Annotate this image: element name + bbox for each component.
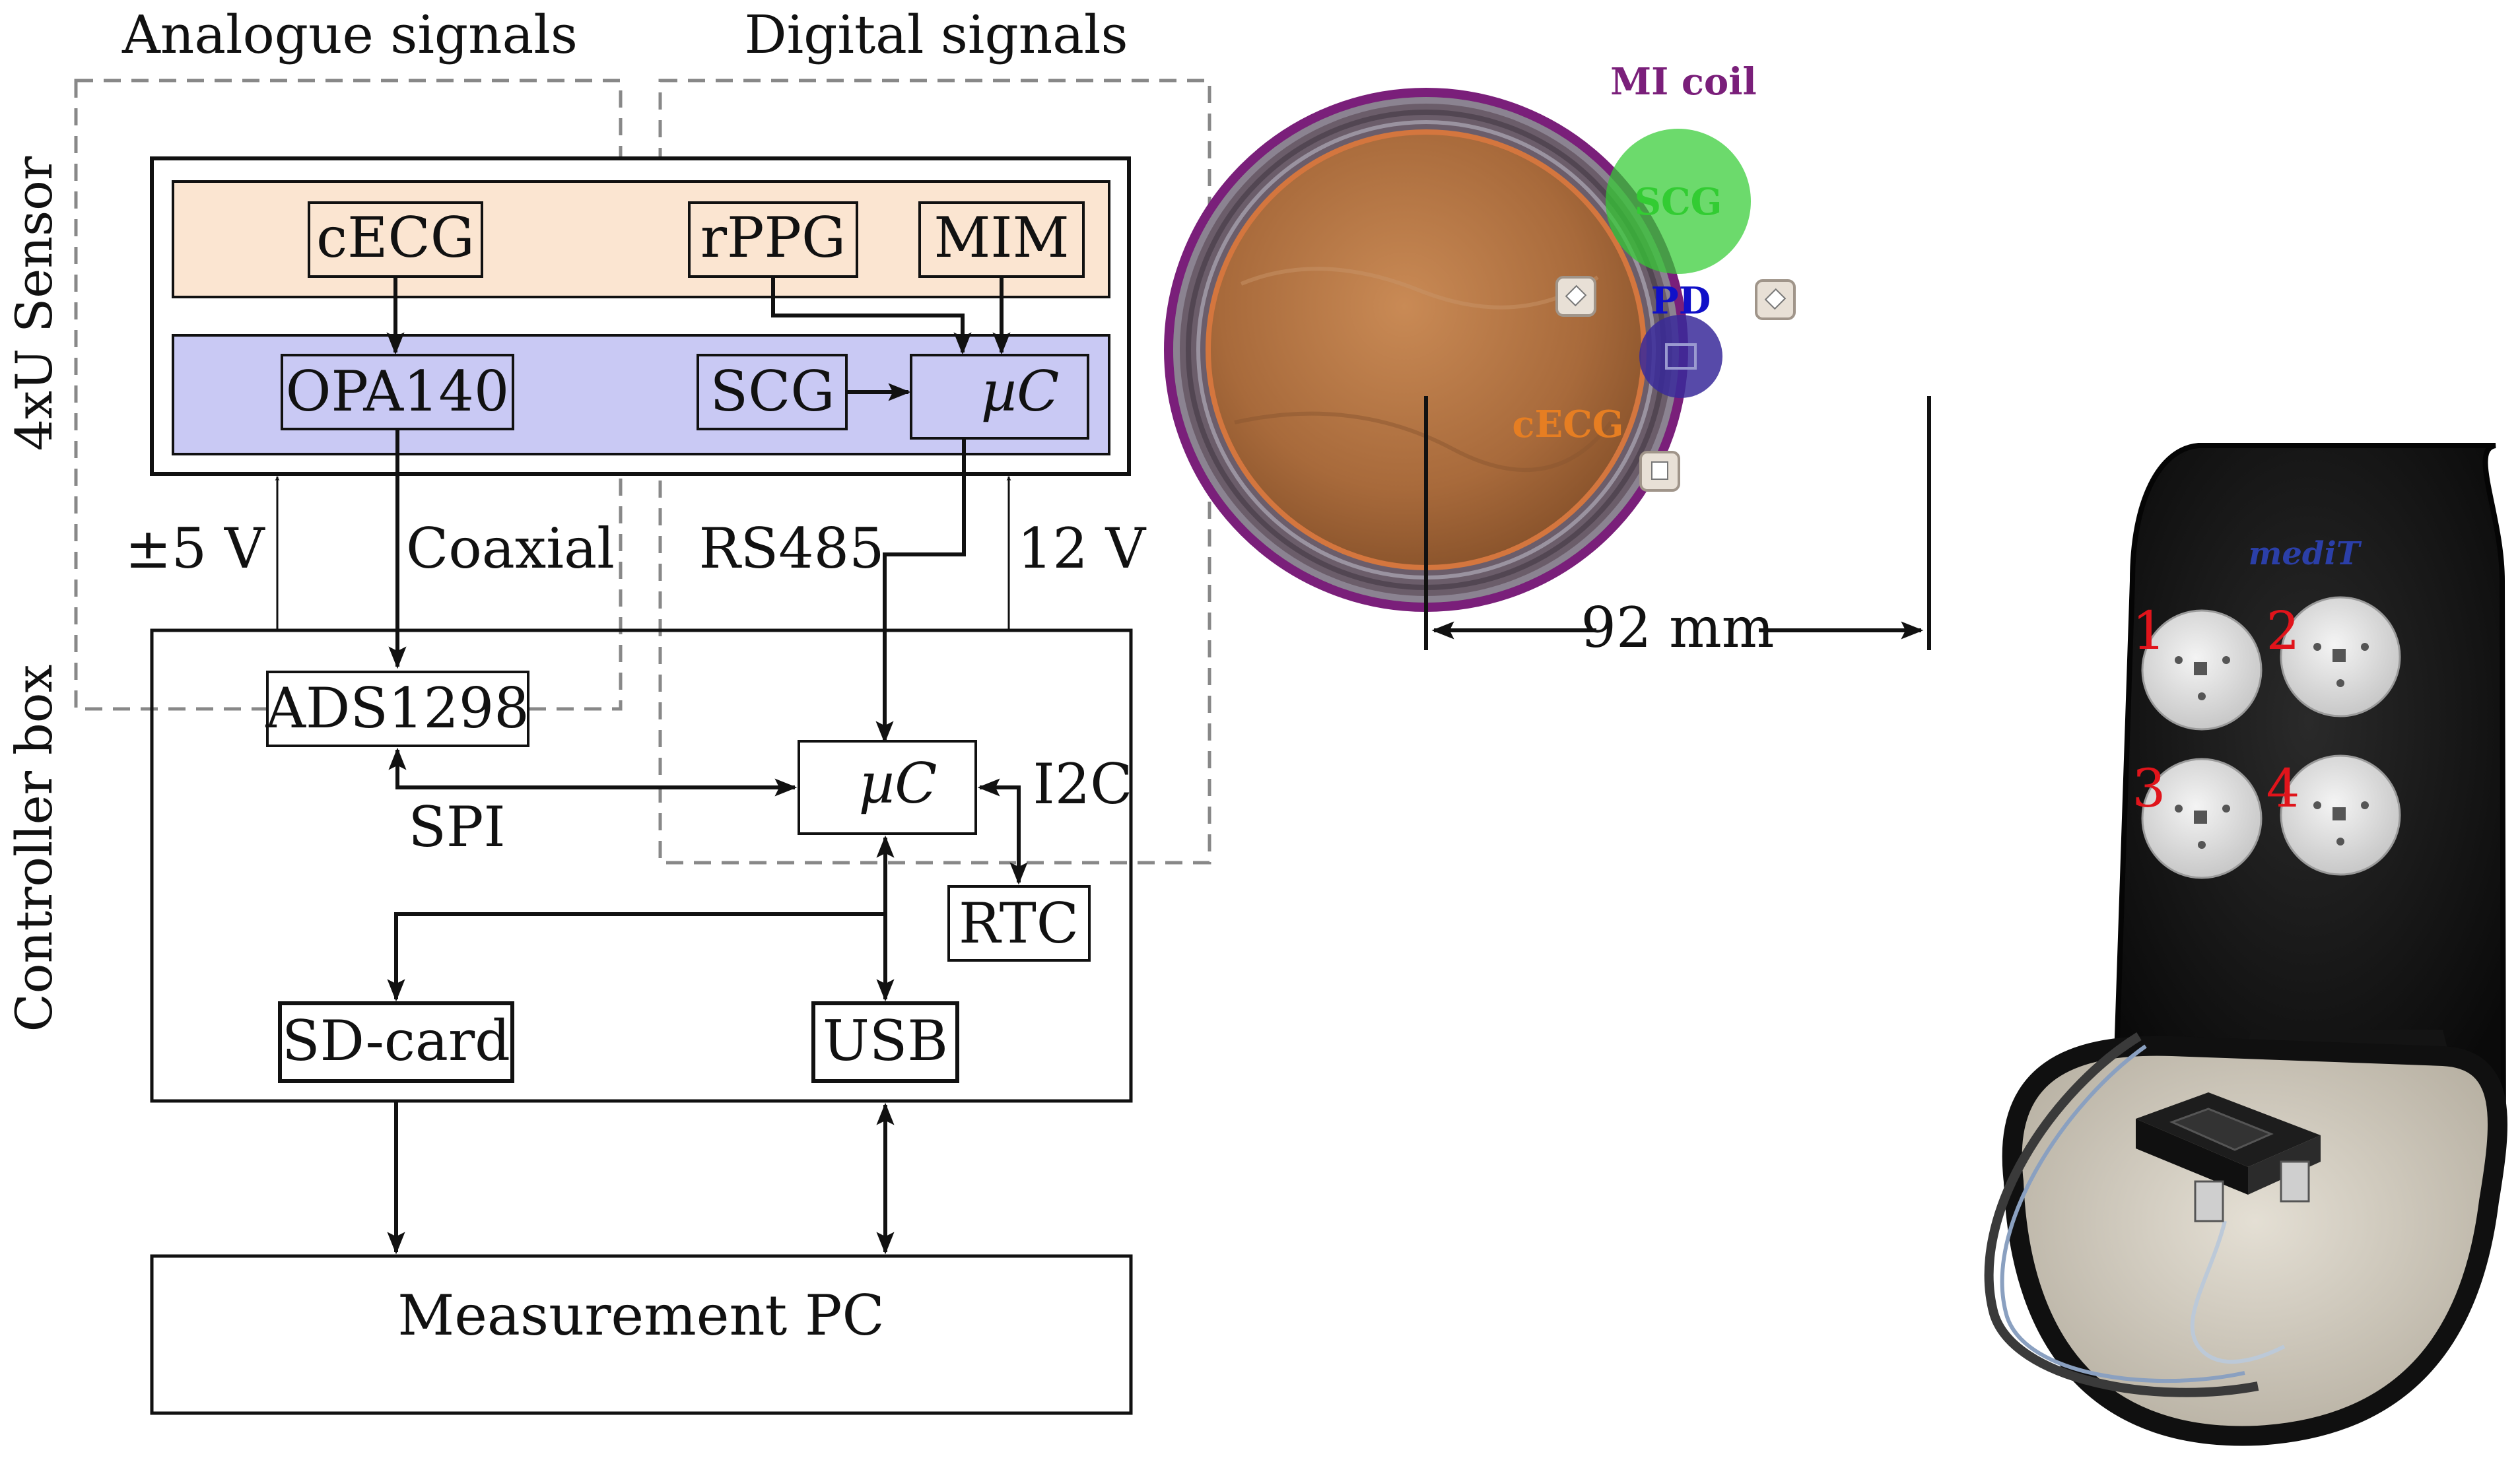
seat-cushion (2002, 1036, 2507, 1446)
controller-side-label: Controller box (5, 665, 63, 1032)
sensor-number-1: 1 (2132, 600, 2166, 661)
controller-mcu-label: µC (859, 751, 937, 816)
sdcard-box (278, 1001, 514, 1083)
measurement-pc-box (150, 1254, 1133, 1415)
seat-sensor-1 (2141, 609, 2263, 731)
led-right (1755, 279, 1796, 320)
scg-area (1606, 129, 1751, 274)
scg-label: SCG (710, 359, 835, 424)
spi-label: SPI (408, 795, 505, 859)
measurement-pc-label: Measurement PC (397, 1283, 885, 1348)
rtc-label: RTC (959, 891, 1079, 956)
sdcard-link (387, 912, 885, 1002)
copper-texture (1240, 267, 1599, 310)
spi-bus (388, 747, 798, 797)
rs485-line (875, 438, 966, 744)
supply-analog-label: ±5 V (125, 516, 265, 581)
sensor-mcu-box (910, 354, 1089, 440)
header-digital: Digital signals (744, 4, 1128, 65)
sensor-number-4: 4 (2266, 758, 2300, 819)
coaxial-label: Coaxial (406, 516, 615, 581)
pd-area (1639, 315, 1722, 398)
usb-box (811, 1001, 959, 1083)
brand-logo: mediT (2249, 535, 2362, 572)
mim-label: MIM (934, 205, 1069, 270)
i2c-bus (977, 778, 1028, 885)
sensor-mcu-label: µC (981, 359, 1060, 424)
adc-box (266, 671, 529, 747)
controller-box (150, 628, 1133, 1103)
sensor-number-3: 3 (2132, 758, 2166, 819)
block-diagram: Analogue signals Digital signals 4xU Sen… (5, 4, 1211, 1415)
header-analogue: Analogue signals (121, 4, 578, 65)
mi-coil-photo-label: MI coil (1610, 60, 1757, 104)
sensor-photo: SCG PD LED cECG MI coil 92 mm (1164, 60, 1931, 660)
cecg-photo-label: cECG (1512, 403, 1623, 446)
seat-cable-bundle (1984, 1032, 2259, 1397)
pd-photo-label: PD (1651, 279, 1711, 323)
rtc-box (947, 885, 1091, 962)
seat-sensor-4 (2280, 754, 2401, 876)
sdcard-label: SD-card (282, 1009, 510, 1073)
sensor-number-2: 2 (2266, 600, 2300, 661)
supply-digital-label: 12 V (1017, 516, 1147, 581)
controller-mcu-box (798, 740, 977, 835)
rppg-to-mcu-arrow (771, 277, 972, 355)
dim-label-bg (1596, 606, 1759, 655)
seat-cable-light (2190, 1220, 2286, 1364)
rppg-label: rPPG (700, 205, 846, 270)
cecg-label: cECG (316, 205, 475, 270)
seat-cable-blue (2000, 1044, 2245, 1383)
photodiode (1665, 343, 1697, 370)
led-bottom (1639, 451, 1680, 492)
scg-photo-label: SCG (1635, 180, 1722, 224)
copper-texture-2 (1234, 411, 1613, 472)
adc-label: ADS1298 (265, 676, 529, 741)
dimension-label: 92 mm (1581, 595, 1775, 660)
seat-sensor-2 (2280, 596, 2401, 717)
led-left (1555, 276, 1596, 317)
led-photo-label: LED (1754, 350, 1841, 394)
i2c-label: I2C (1033, 752, 1133, 816)
seat-sensor-3 (2141, 758, 2263, 879)
usb-label: USB (823, 1009, 948, 1073)
seat-photo: mediT 1 2 3 4 (1984, 443, 2507, 1446)
sensor-side-label: 4xU Sensor (5, 156, 63, 451)
rs485-label: RS485 (698, 516, 884, 581)
opa140-label: OPA140 (286, 359, 510, 424)
seat-controller-box (2136, 1092, 2321, 1222)
